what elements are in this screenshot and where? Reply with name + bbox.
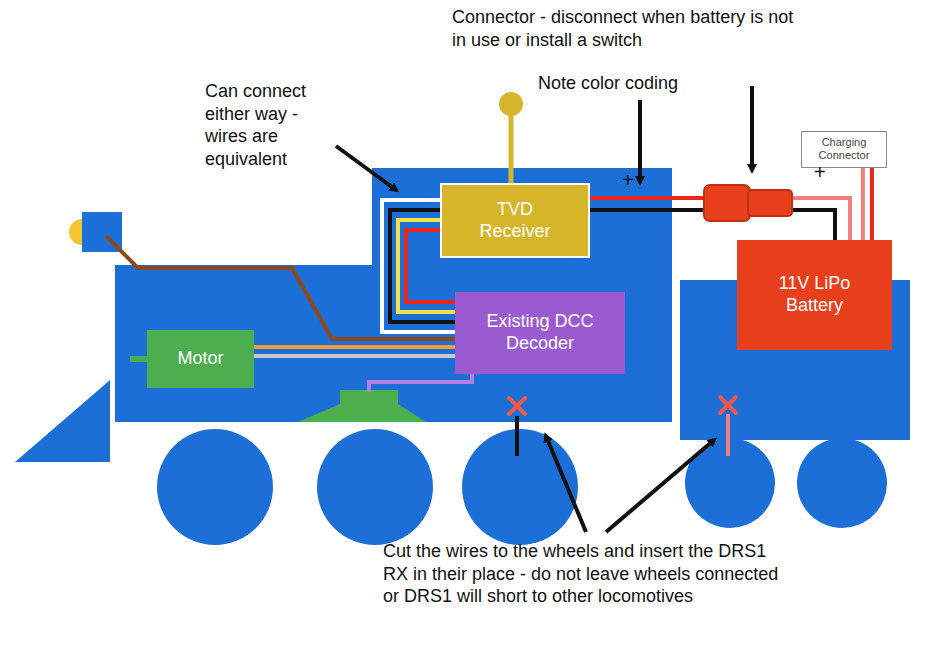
- note-text: Cut the wires to the wheels and insert t…: [383, 540, 788, 608]
- node-label: TVD Receiver: [470, 199, 560, 242]
- note-text: Note color coding: [538, 72, 678, 95]
- callout-arrow: [336, 146, 396, 190]
- wire: [870, 168, 874, 241]
- wheel-wire-cut: [726, 414, 730, 456]
- wire: [254, 345, 455, 349]
- node-label: Charging Connector: [809, 136, 879, 162]
- wire: [861, 168, 865, 241]
- wire-bundle: [863, 168, 872, 241]
- cut-mark: [509, 398, 525, 414]
- cut-mark: [720, 397, 736, 413]
- cut-mark: [720, 397, 736, 413]
- node-label: Existing DCC Decoder: [473, 311, 608, 354]
- callout-arrow: [606, 440, 714, 532]
- polarity-mark: +: [622, 168, 634, 193]
- pickup-wire: [369, 372, 472, 392]
- cut-mark: [509, 398, 525, 414]
- driving-wheel: [462, 429, 578, 545]
- charging-connector-box: Charging Connector: [801, 131, 887, 168]
- wire: [254, 354, 455, 358]
- node-label: 11V LiPo Battery: [765, 273, 865, 316]
- pickup-block: [340, 390, 398, 422]
- wire-bundle: [254, 347, 455, 356]
- note-text: Can connect either way - wires are equiv…: [205, 80, 335, 170]
- decoder-box: Existing DCC Decoder: [455, 292, 625, 374]
- wheel-wire-cut: [515, 416, 519, 456]
- driving-wheel: [317, 429, 433, 545]
- callout-arrow: [638, 100, 642, 182]
- cowcatcher: [15, 380, 110, 462]
- motor-box: Motor: [147, 330, 254, 388]
- driving-wheel: [157, 429, 273, 545]
- tender-wheel: [797, 438, 887, 528]
- note-text: Connector - disconnect when battery is n…: [452, 6, 807, 51]
- plug-half: [748, 190, 792, 216]
- receiver-box: TVD Receiver: [440, 183, 590, 258]
- callout-arrow: [546, 436, 586, 532]
- battery-box: 11V LiPo Battery: [737, 240, 892, 350]
- antenna-tip: [499, 92, 523, 116]
- antenna: [509, 110, 514, 185]
- polarity-mark: +: [814, 160, 826, 185]
- node-label: Motor: [177, 348, 223, 370]
- plug-half: [704, 185, 750, 221]
- callout-arrow: [750, 86, 754, 170]
